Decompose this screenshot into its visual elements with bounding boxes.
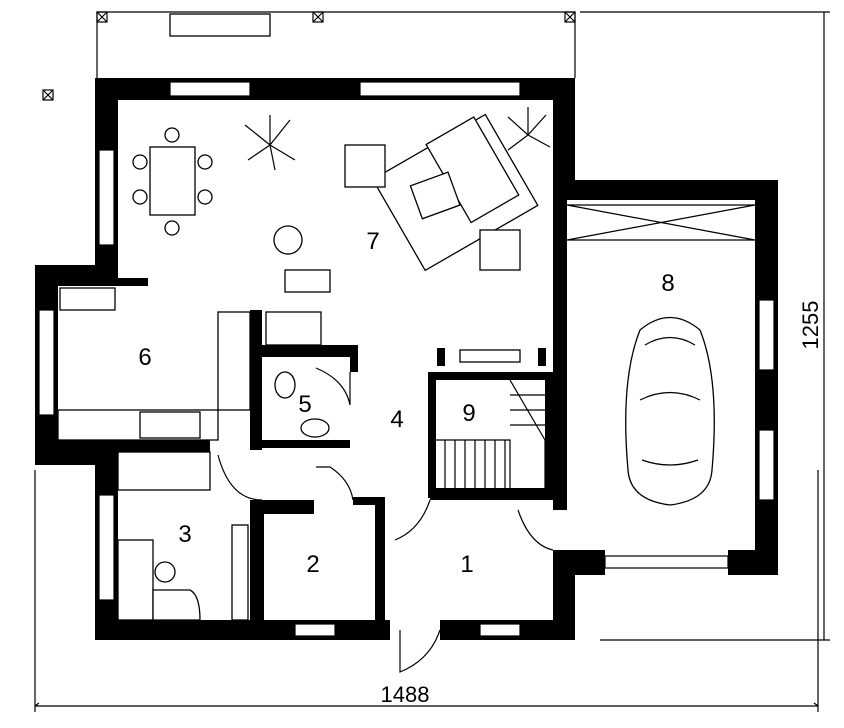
car-icon	[625, 317, 715, 506]
height-label: 1255	[798, 301, 823, 350]
doors	[217, 367, 554, 673]
room-5-label: 5	[298, 391, 311, 418]
room-8-label: 8	[661, 270, 674, 297]
kitchen-counter	[57, 287, 251, 441]
room-3-label: 3	[178, 521, 191, 548]
room-6-label: 6	[138, 344, 151, 371]
plant-icon	[244, 107, 551, 171]
terrace	[42, 11, 576, 101]
room-labels: 1 2 3 4 5 6 7 8 9	[138, 228, 674, 578]
office-furniture	[117, 451, 249, 621]
garage-door	[566, 204, 756, 241]
room-7-label: 7	[366, 228, 379, 255]
interior-walls	[58, 278, 553, 620]
dining-table	[132, 127, 213, 236]
windows	[38, 81, 775, 637]
bathroom-fixtures	[265, 311, 521, 438]
room-9-label: 9	[462, 400, 475, 427]
room-1-label: 1	[460, 551, 473, 578]
room-4-label: 4	[390, 406, 403, 433]
dimension-height: 1255	[580, 11, 830, 641]
room-2-label: 2	[306, 551, 319, 578]
living-area	[273, 113, 539, 293]
staircase	[436, 379, 546, 488]
width-label: 1488	[381, 682, 430, 707]
dimension-width: 1488	[34, 470, 819, 712]
